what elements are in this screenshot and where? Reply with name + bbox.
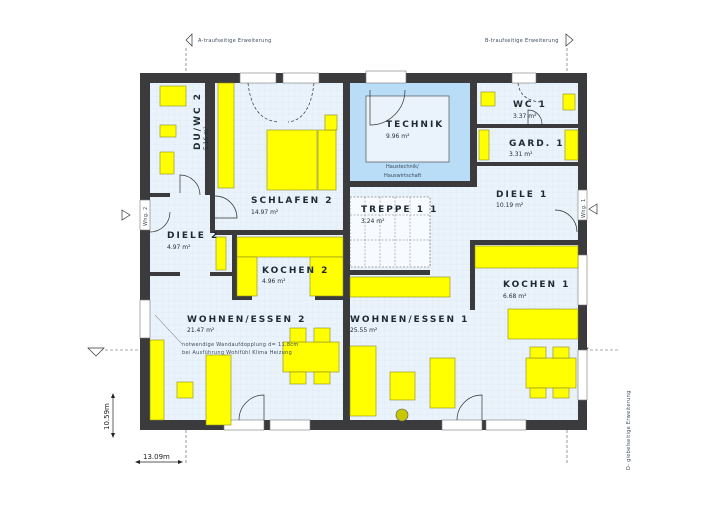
windows xyxy=(139,70,588,431)
room-area: 4.96 m² xyxy=(262,278,286,285)
room-name: DIELE 1 xyxy=(496,190,548,200)
extension-marker-bottom xyxy=(185,430,568,465)
room-name: TECHNIK xyxy=(386,120,444,130)
room-area: 9.96 m² xyxy=(386,133,410,140)
room-area: 21.47 m² xyxy=(187,327,215,334)
width-dimension: 13.09m xyxy=(143,453,170,461)
extension-a-label: A-traufseitige Erweiterung xyxy=(198,38,272,44)
room-area: 3.24 m² xyxy=(361,218,385,225)
extension-d-label: D- giebelseitige Erweiterung xyxy=(626,390,632,470)
staircase xyxy=(349,196,431,268)
room-wohnen-essen2: WOHNEN/ESSEN 2 21.47 m² xyxy=(187,315,306,334)
technik-subtitle-1: Haustechnik/ xyxy=(386,164,419,170)
room-wohnen-essen1: WOHNEN/ESSEN 1 25.55 m² xyxy=(350,315,469,334)
dimension-depth: 10.59m xyxy=(103,393,115,438)
room-area: 6.68 m² xyxy=(503,293,527,300)
room-name: TREPPE 1 1 xyxy=(361,205,438,215)
room-technik: TECHNIK 9.96 m² Haustechnik/ Hauswirtsch… xyxy=(384,120,444,179)
room-name: GARD. 1 xyxy=(509,139,565,149)
room-area: 25.55 m² xyxy=(350,327,378,334)
room-diele2: DIELE 2 4.97 m² xyxy=(167,231,219,251)
room-name: SCHLAFEN 2 xyxy=(251,196,334,206)
extension-marker-a: A-traufseitige Erweiterung xyxy=(185,33,272,73)
furniture xyxy=(149,82,579,426)
room-name: WOHNEN/ESSEN 2 xyxy=(187,315,306,325)
room-name: DU/WC 2 xyxy=(193,92,203,150)
technik-subtitle-2: Hauswirtschaft xyxy=(384,173,421,179)
room-treppe: TREPPE 1 1 3.24 m² xyxy=(361,205,438,225)
walls xyxy=(140,73,587,430)
room-name: KOCHEN 2 xyxy=(262,266,329,276)
unit-1-entry-marker xyxy=(588,203,598,215)
room-name: WC 1 xyxy=(513,100,547,110)
wall-note-line2: bei Ausführung Wohlfühl Klima Heizung xyxy=(182,350,292,356)
room-area: 5.16 m² xyxy=(203,126,210,150)
extension-marker-b: B-traufseitige Erweiterung xyxy=(485,33,574,73)
room-gard1: GARD. 1 3.31 m² xyxy=(509,139,565,158)
room-du-wc2: DU/WC 2 5.16 m² xyxy=(193,92,210,150)
room-kochen2: KOCHEN 2 4.96 m² xyxy=(262,266,329,285)
extension-b-label: B-traufseitige Erweiterung xyxy=(485,38,559,44)
dimension-width: 13.09m xyxy=(135,453,183,464)
room-kochen1: KOCHEN 1 6.68 m² xyxy=(503,280,570,300)
room-area: 3.37 m² xyxy=(513,113,537,120)
depth-dimension: 10.59m xyxy=(103,403,111,430)
room-area: 10.19 m² xyxy=(496,202,524,209)
room-wc1: WC 1 3.37 m² xyxy=(513,100,547,120)
unit-2-label: Whg. 2 xyxy=(143,207,149,226)
room-schlafen2: SCHLAFEN 2 14.97 m² xyxy=(251,196,334,216)
unit-1-label: Whg. 1 xyxy=(581,199,587,218)
room-diele1: DIELE 1 10.19 m² xyxy=(496,190,548,209)
room-area: 4.97 m² xyxy=(167,244,191,251)
unit-2-entry-marker xyxy=(121,209,131,221)
door-swings xyxy=(149,82,578,421)
plant-icon xyxy=(395,408,409,422)
room-name: WOHNEN/ESSEN 1 xyxy=(350,315,469,325)
wall-note-line1: notwendige Wandaufdopplung d= 11.8cm xyxy=(182,342,299,348)
room-area: 14.97 m² xyxy=(251,209,279,216)
room-area: 3.31 m² xyxy=(509,151,533,158)
room-name: KOCHEN 1 xyxy=(503,280,570,290)
room-name: DIELE 2 xyxy=(167,231,219,241)
